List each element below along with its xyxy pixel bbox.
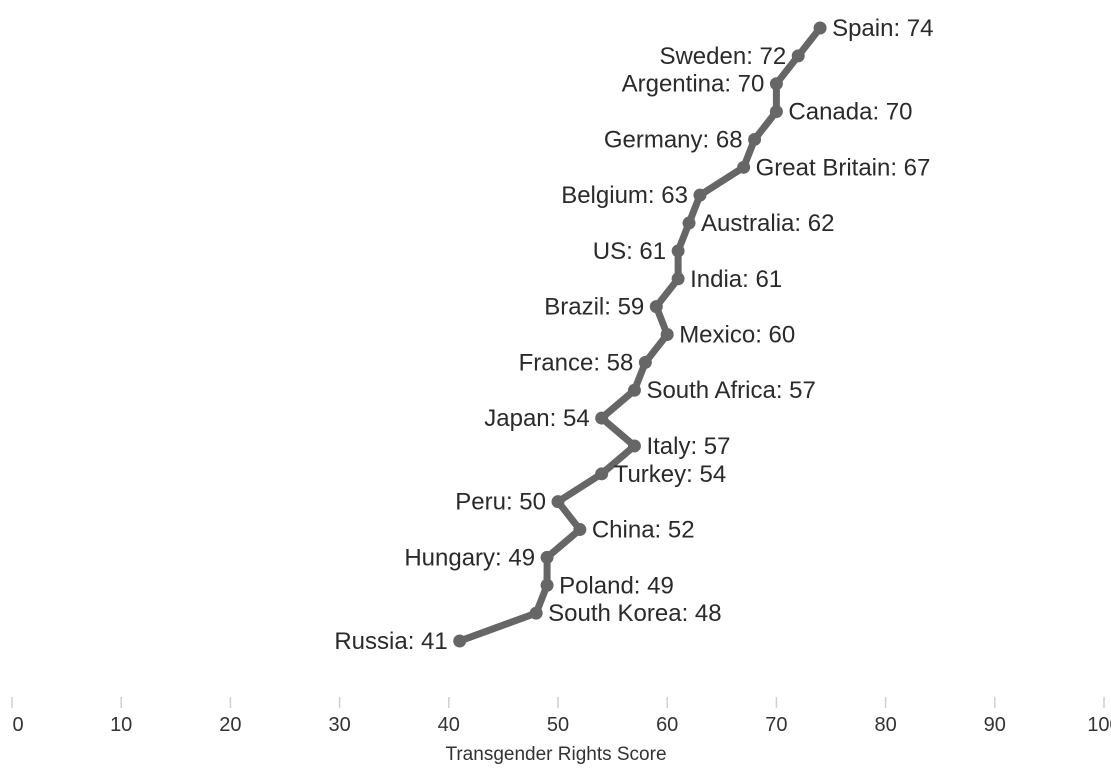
data-label: South Korea: 48 [548, 600, 721, 627]
x-tick-label: 40 [438, 714, 460, 736]
data-label: Australia: 62 [701, 210, 834, 237]
data-point [573, 523, 587, 537]
data-point [540, 550, 554, 564]
x-tick-label: 10 [110, 714, 132, 736]
x-tick-label: 20 [219, 714, 241, 736]
data-label: Canada: 70 [788, 99, 912, 126]
data-label: Belgium: 63 [561, 182, 688, 209]
data-point [540, 578, 554, 592]
x-tick-label: 90 [984, 714, 1006, 736]
data-point [682, 216, 696, 230]
data-point [671, 272, 685, 286]
data-point [529, 606, 543, 620]
data-label: Hungary: 49 [404, 544, 535, 571]
data-label: Poland: 49 [559, 572, 674, 599]
data-label: Russia: 41 [334, 628, 447, 655]
data-point [638, 355, 652, 369]
x-tick-label: 80 [874, 714, 896, 736]
data-point [660, 328, 674, 341]
data-point [693, 188, 707, 202]
x-tick-label: 0 [12, 714, 23, 736]
data-points [453, 21, 827, 648]
data-label: Great Britain: 67 [756, 154, 931, 181]
data-point [813, 21, 827, 35]
data-label: Sweden: 72 [659, 43, 786, 70]
x-tick-label: 60 [656, 714, 678, 736]
data-point [671, 244, 685, 258]
data-point [649, 300, 663, 314]
x-tick-label: 50 [547, 714, 569, 736]
data-label: Brazil: 59 [544, 294, 644, 321]
data-point [737, 160, 751, 174]
data-point [595, 411, 609, 425]
data-point [748, 132, 762, 146]
data-label: Peru: 50 [455, 489, 546, 516]
data-point [595, 467, 609, 481]
x-tick-label: 30 [328, 714, 350, 736]
x-tick-label: 70 [765, 714, 787, 736]
data-label: Spain: 74 [832, 15, 933, 42]
x-axis: 0 10 20 30 40 50 60 70 80 90 100 [11, 697, 1111, 736]
data-label: France: 58 [519, 349, 634, 376]
data-label: South Africa: 57 [646, 377, 815, 404]
x-axis-title: Transgender Rights Score [445, 744, 666, 765]
data-point [769, 105, 783, 119]
data-point [627, 439, 641, 453]
data-point [769, 77, 783, 91]
data-label: India: 61 [690, 266, 782, 293]
data-point [791, 49, 805, 63]
data-label: Argentina: 70 [622, 71, 765, 98]
data-label: Germany: 68 [604, 126, 743, 153]
data-label: China: 52 [592, 517, 695, 544]
data-point [627, 383, 641, 397]
data-label: US: 61 [593, 238, 666, 265]
data-label: Mexico: 60 [679, 322, 795, 349]
data-label: Turkey: 54 [614, 461, 727, 488]
x-tick-label: 100 [1087, 714, 1111, 736]
data-label: Italy: 57 [646, 433, 730, 460]
data-point [453, 634, 467, 648]
data-point [551, 495, 565, 509]
data-label: Japan: 54 [484, 405, 589, 432]
